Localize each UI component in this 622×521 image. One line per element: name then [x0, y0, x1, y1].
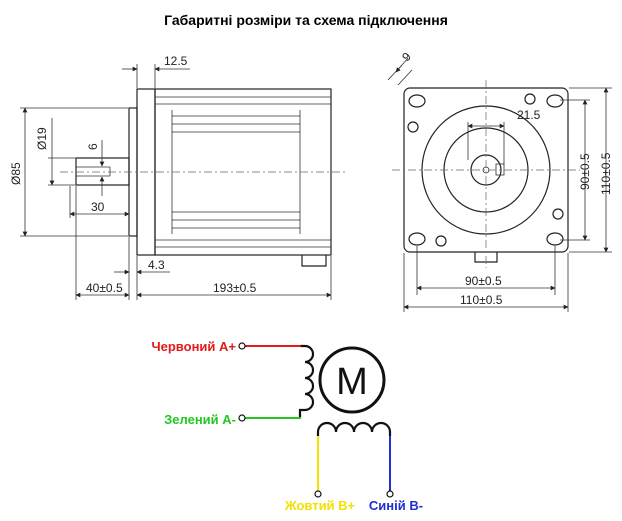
terminal-b-plus: [314, 490, 322, 498]
dim-110-horizontal: 110±0.5: [460, 293, 503, 307]
dim-193: 193±0.5: [213, 281, 257, 295]
dim-9: 9: [399, 49, 414, 64]
label-b-plus: Жовтий B+: [284, 498, 356, 513]
terminal-b-minus: [386, 490, 394, 498]
coil-b: [316, 421, 392, 436]
wiring-diagram: M Червоний A+ Зелений A- Жовтий B+ Синій…: [152, 339, 424, 513]
dim-90-vertical: 90±0.5: [578, 153, 592, 190]
dim-40: 40±0.5: [86, 281, 123, 295]
dim-phi19: Ø19: [35, 127, 49, 150]
page-title: Габаритні розміри та схема підключення: [164, 12, 448, 28]
label-b-minus: Синій B-: [369, 498, 423, 513]
coil-a: [298, 344, 315, 418]
terminal-a-minus: [238, 414, 246, 422]
label-a-minus: Зелений A-: [164, 412, 236, 427]
dim-90-horizontal: 90±0.5: [465, 274, 502, 288]
motor-symbol: M: [336, 361, 368, 403]
dim-21-5: 21.5: [517, 108, 541, 122]
front-view: 9 21.5 90±0.5 110±0.5 90±0.5 110±0.5: [387, 49, 613, 312]
label-a-plus: Червоний A+: [152, 339, 237, 354]
dim-110-vertical: 110±0.5: [599, 152, 613, 195]
side-view: 12.5 Ø85 Ø19 6 30 4.3 40±0.5 193±0.: [9, 54, 345, 300]
dim-6: 6: [86, 143, 100, 150]
dim-phi85: Ø85: [9, 162, 23, 185]
dim-30: 30: [91, 200, 105, 214]
dim-12-5: 12.5: [164, 54, 188, 68]
motor-circle: [318, 346, 386, 414]
dim-4-3: 4.3: [148, 258, 165, 272]
terminal-a-plus: [238, 342, 246, 350]
